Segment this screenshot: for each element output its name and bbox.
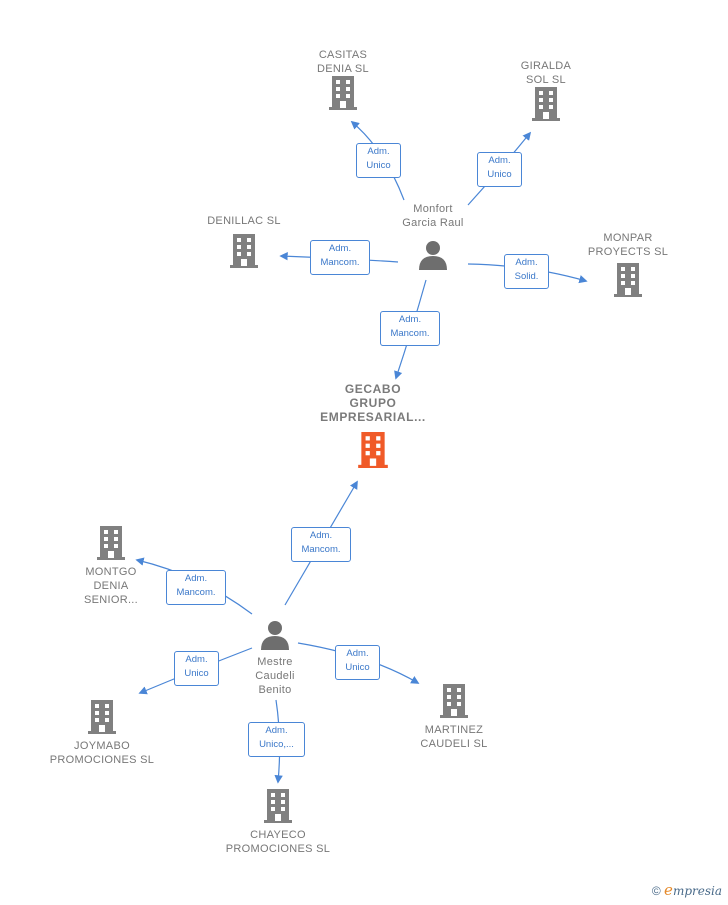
empresia-watermark: © empresia (652, 881, 722, 899)
edge-label-mestre-chayeco[interactable]: Adm. Unico,... (248, 722, 305, 757)
node-label: JOYMABO PROMOCIONES SL (49, 740, 155, 766)
node-mestre-caudeli-benito[interactable]: Mestre Caudeli Benito (232, 620, 318, 697)
node-label: Mestre Caudeli Benito (255, 656, 295, 696)
edge-label-monfort-monpar[interactable]: Adm. Solid. (504, 254, 549, 289)
edge-label-monfort-denillac[interactable]: Adm. Mancom. (310, 240, 370, 275)
building-icon (97, 526, 125, 560)
node-casitas-denia[interactable]: CASITAS DENIA SL (296, 48, 390, 115)
building-icon (614, 263, 642, 297)
brand-initial: e (664, 881, 673, 899)
node-monfort-garcia-raul[interactable]: Monfort Garcia Raul (386, 202, 480, 275)
building-icon (329, 76, 357, 110)
copyright-symbol: © (651, 884, 661, 898)
edge-label-monfort-casitas[interactable]: Adm. Unico (356, 143, 401, 178)
building-icon (88, 700, 116, 734)
edge-label-mestre-montgo[interactable]: Adm. Mancom. (166, 570, 226, 605)
edge-label-monfort-gecabo[interactable]: Adm. Mancom. (380, 311, 440, 346)
node-label: GECABO GRUPO EMPRESARIAL... (320, 382, 426, 424)
person-icon (261, 621, 289, 650)
building-icon (264, 789, 292, 823)
node-label: CASITAS DENIA SL (317, 49, 369, 75)
building-icon (230, 234, 258, 268)
person-icon (419, 241, 447, 270)
node-montgo-denia[interactable]: MONTGO DENIA SENIOR... (66, 526, 156, 607)
node-chayeco-promociones[interactable]: CHAYECO PROMOCIONES SL (218, 789, 338, 856)
node-giralda-sol[interactable]: GIRALDA SOL SL (500, 59, 592, 126)
node-label: GIRALDA SOL SL (520, 60, 572, 86)
node-label: MONPAR PROYECTS SL (587, 232, 669, 258)
node-label: MONTGO DENIA SENIOR... (83, 566, 139, 606)
building-icon-highlighted (358, 432, 388, 468)
edge-label-mestre-joymabo[interactable]: Adm. Unico (174, 651, 219, 686)
building-icon (440, 684, 468, 718)
node-gecabo-main[interactable]: GECABO GRUPO EMPRESARIAL... (300, 382, 446, 473)
building-icon (532, 87, 560, 121)
node-label: MARTINEZ CAUDELI SL (420, 724, 488, 750)
node-label: DENILLAC SL (207, 215, 281, 227)
node-joymabo-promociones[interactable]: JOYMABO PROMOCIONES SL (40, 700, 164, 767)
edge-label-monfort-giralda[interactable]: Adm. Unico (477, 152, 522, 187)
edge-label-mestre-gecabo[interactable]: Adm. Mancom. (291, 527, 351, 562)
node-label: CHAYECO PROMOCIONES SL (225, 829, 331, 855)
node-martinez-caudeli[interactable]: MARTINEZ CAUDELI SL (408, 684, 500, 751)
edge-label-mestre-martinez[interactable]: Adm. Unico (335, 645, 380, 680)
brand-name: mpresia (672, 884, 722, 898)
node-monpar-proyects[interactable]: MONPAR PROYECTS SL (580, 231, 676, 302)
node-label: Monfort Garcia Raul (402, 203, 464, 229)
node-denillac[interactable]: DENILLAC SL (196, 214, 292, 273)
